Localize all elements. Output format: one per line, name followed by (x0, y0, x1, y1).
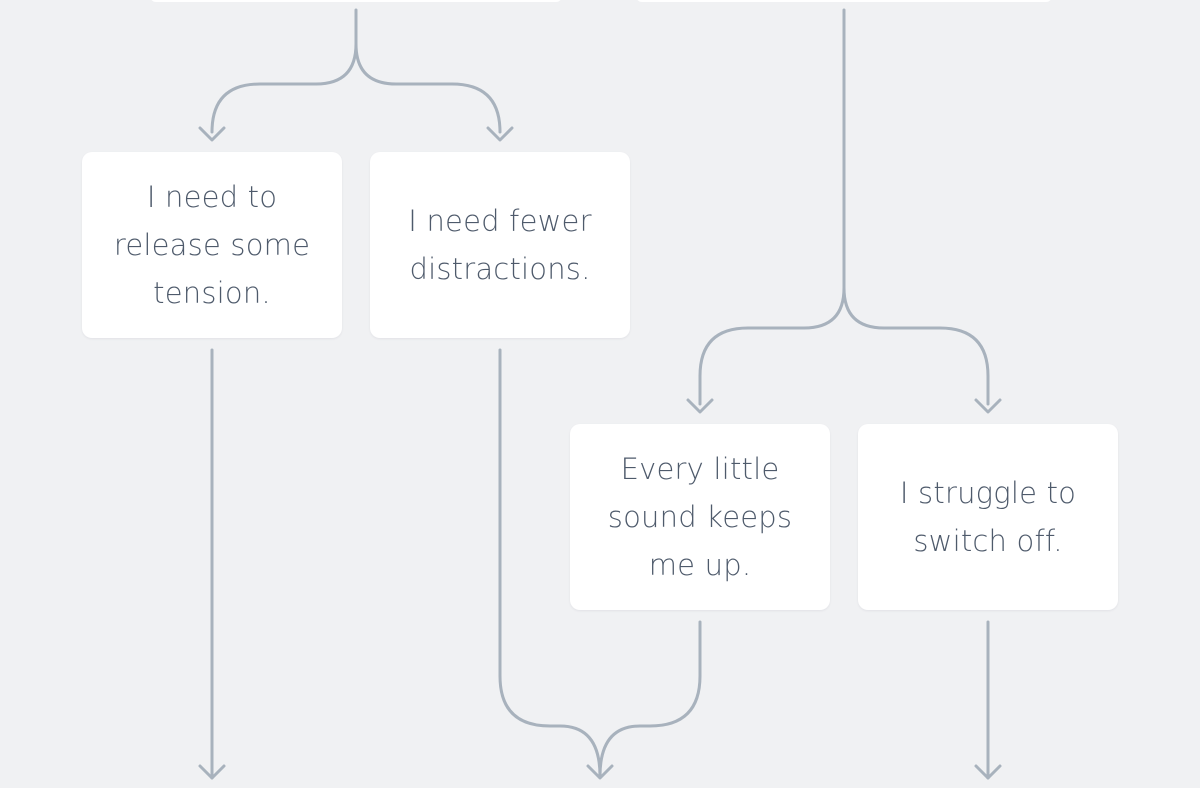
connector-to-fewer-distractions (354, 42, 502, 134)
arrowhead-merge-down (586, 764, 614, 780)
parent-card-edge-right (636, 0, 1052, 2)
arrowhead-release-tension-down (198, 764, 226, 780)
arrowhead-struggle-switch-off-down (974, 764, 1002, 780)
arrowhead-every-little-sound (686, 398, 714, 414)
node-struggle-switch-off-label: I struggle to switch off. (899, 476, 1077, 558)
arrowhead-fewer-distractions (486, 126, 514, 142)
connector-fewer-distractions-down (498, 348, 602, 778)
connector-to-struggle-switch-off (842, 286, 990, 406)
node-struggle-switch-off: I struggle to switch off. (858, 424, 1118, 610)
node-release-tension: I need to release some tension. (82, 152, 342, 338)
connector-every-little-sound-down (598, 620, 702, 778)
arrowhead-release-tension (198, 126, 226, 142)
node-release-tension-label: I need to release some tension. (113, 180, 311, 310)
node-every-little-sound: Every little sound keeps me up. (570, 424, 830, 610)
parent-card-edge-left (150, 0, 562, 2)
connector-to-every-little-sound (698, 286, 846, 406)
arrowhead-struggle-switch-off (974, 398, 1002, 414)
node-fewer-distractions-label: I need fewer distractions. (408, 204, 592, 286)
node-fewer-distractions: I need fewer distractions. (370, 152, 630, 338)
connector-to-release-tension (210, 42, 358, 134)
node-every-little-sound-label: Every little sound keeps me up. (607, 452, 793, 582)
